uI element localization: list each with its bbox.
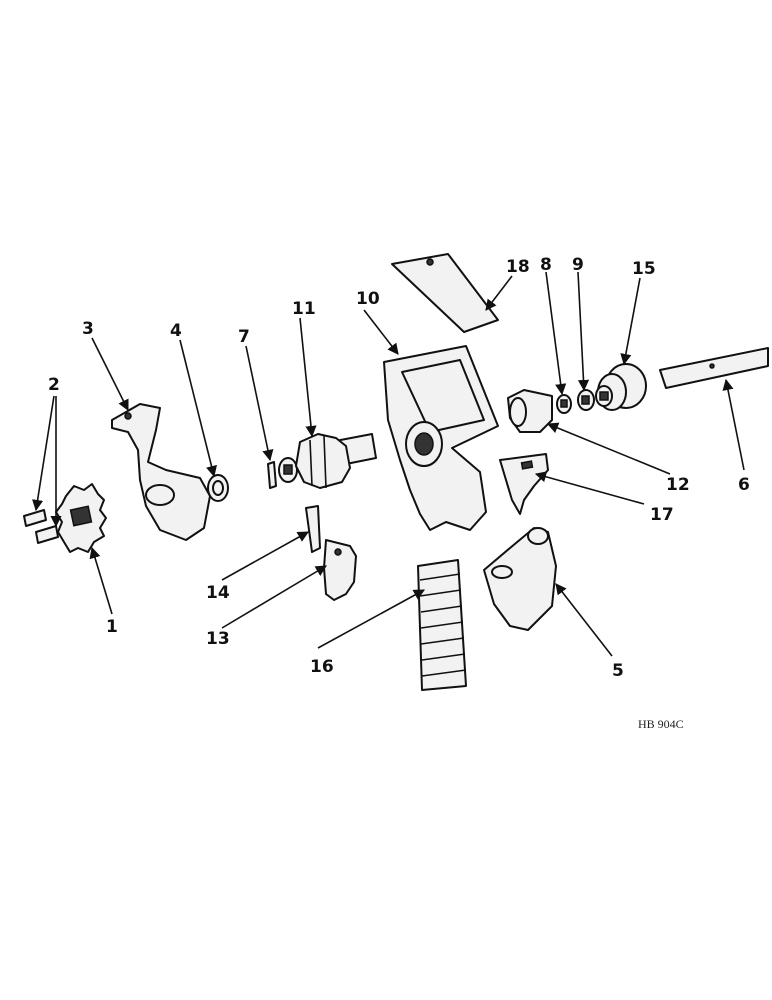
callout-5: 5 bbox=[612, 661, 624, 681]
leader-2a bbox=[32, 395, 55, 512]
callout-14: 14 bbox=[206, 583, 230, 603]
part-15-pulley bbox=[595, 363, 647, 411]
part-16-flex-tube bbox=[417, 559, 467, 691]
leader-12 bbox=[546, 422, 671, 475]
leader-13 bbox=[221, 565, 327, 629]
callout-12: 12 bbox=[666, 475, 690, 495]
callout-labels: 1 2 3 4 5 6 7 8 9 10 11 12 13 14 15 16 1… bbox=[48, 255, 750, 681]
leader-6 bbox=[722, 378, 745, 471]
part-8-washer bbox=[556, 394, 572, 414]
part-2-keys bbox=[23, 509, 59, 544]
callout-13: 13 bbox=[206, 629, 230, 649]
callout-17: 17 bbox=[650, 505, 674, 525]
part-3-hopper-arm bbox=[111, 403, 211, 541]
leader-14 bbox=[221, 531, 309, 581]
part-12-bearing bbox=[507, 389, 553, 433]
leader-11 bbox=[299, 317, 317, 438]
leader-15 bbox=[620, 277, 641, 366]
part-6-square-shaft bbox=[659, 347, 769, 389]
part-7-key-washer bbox=[267, 457, 298, 489]
part-9-washer bbox=[577, 389, 595, 411]
callout-10: 10 bbox=[356, 289, 380, 309]
callout-2: 2 bbox=[48, 375, 60, 395]
leader-7 bbox=[245, 345, 274, 462]
callout-4: 4 bbox=[170, 321, 182, 341]
leader-18 bbox=[485, 275, 513, 311]
callout-3: 3 bbox=[82, 319, 94, 339]
part-18-cover-plate bbox=[391, 253, 499, 333]
part-1-sprocket bbox=[55, 483, 107, 553]
callout-11: 11 bbox=[292, 299, 316, 319]
leader-17 bbox=[534, 471, 645, 505]
callout-7: 7 bbox=[238, 327, 250, 347]
part-13-gate bbox=[323, 539, 357, 601]
callout-9: 9 bbox=[572, 255, 584, 275]
callout-16: 16 bbox=[310, 657, 334, 677]
callout-1: 1 bbox=[106, 617, 118, 637]
drawing-code: HB 904C bbox=[638, 717, 684, 731]
part-10-seed-cup-housing bbox=[383, 345, 499, 531]
part-17-bracket bbox=[499, 453, 549, 515]
leader-4 bbox=[179, 339, 217, 478]
part-4-gasket bbox=[207, 474, 229, 502]
leader-3 bbox=[91, 337, 129, 412]
leader-16 bbox=[317, 589, 425, 649]
leader-1 bbox=[89, 546, 113, 615]
part-11-feed-roll bbox=[295, 433, 377, 489]
callout-8: 8 bbox=[540, 255, 552, 275]
leader-lines bbox=[32, 271, 745, 657]
leader-8 bbox=[545, 271, 567, 396]
leader-5 bbox=[555, 583, 613, 657]
callout-15: 15 bbox=[632, 259, 656, 279]
callout-6: 6 bbox=[738, 475, 750, 495]
leader-10 bbox=[363, 309, 399, 355]
callout-18: 18 bbox=[506, 257, 530, 277]
part-5-boot bbox=[483, 527, 557, 631]
leader-9 bbox=[577, 271, 590, 392]
part-14-clip bbox=[305, 505, 321, 553]
